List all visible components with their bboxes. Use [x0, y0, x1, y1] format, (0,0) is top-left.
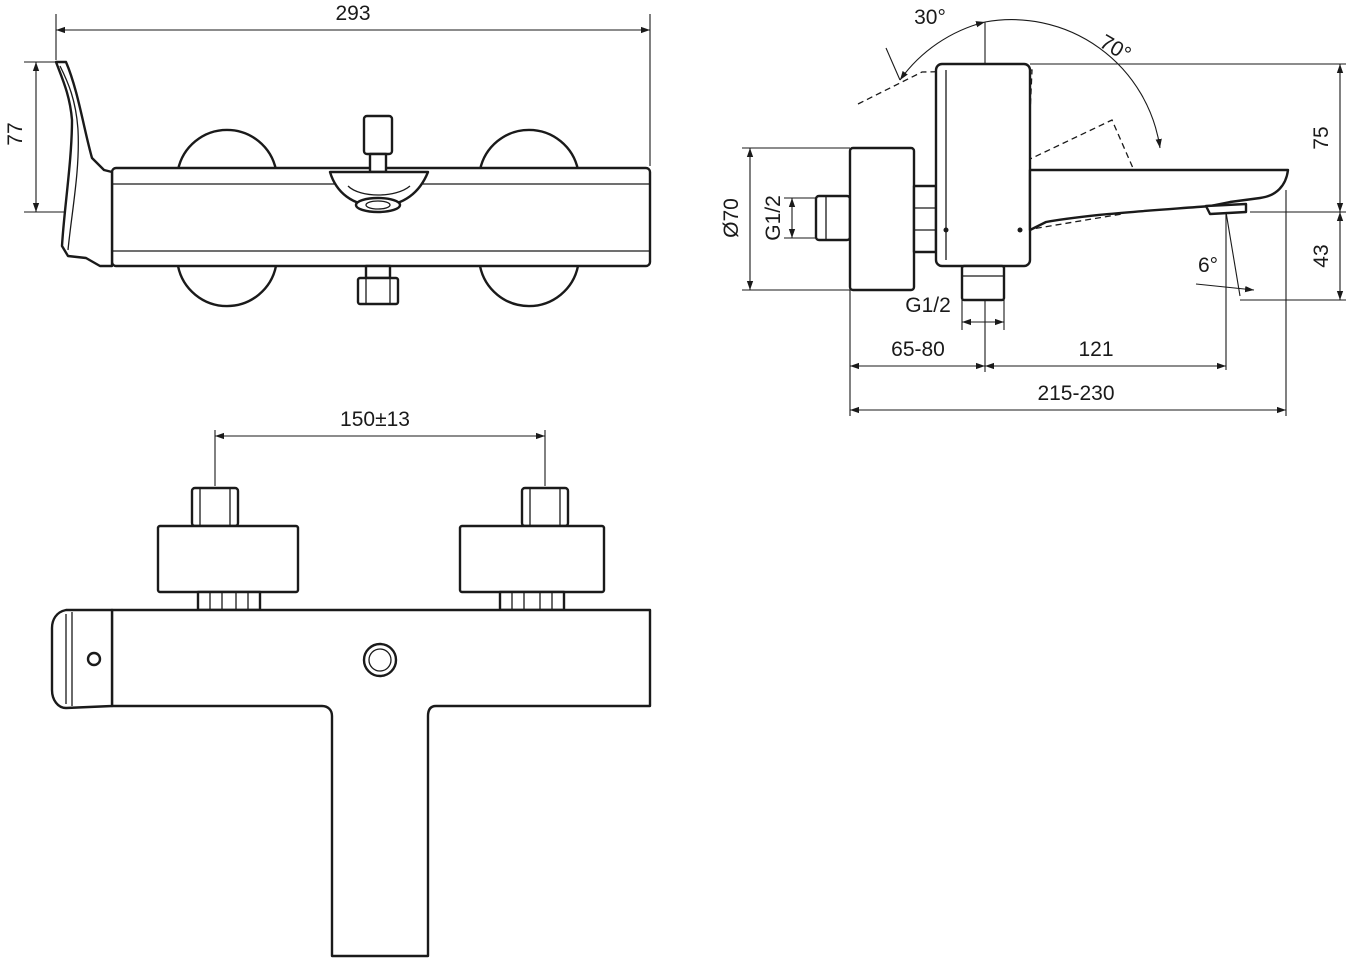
spout-aerator	[1204, 202, 1248, 216]
dim-width-293: 293	[335, 2, 370, 25]
left-rosette-top	[156, 524, 300, 594]
dim-outlet-thread: G1/2	[905, 294, 951, 317]
dim-centers: 150±13	[340, 408, 410, 431]
left-connector	[190, 486, 240, 528]
dim-spout-reach: 121	[1078, 338, 1113, 361]
diverter-knob	[362, 114, 394, 156]
dim-height-43: 43	[1310, 244, 1333, 267]
dim-inlet-thread: G1/2	[762, 195, 785, 241]
body-profile	[934, 62, 1032, 268]
aerator	[354, 196, 402, 214]
angle-6: 6°	[1198, 254, 1218, 277]
inlet-connector	[814, 194, 852, 242]
right-rosette	[478, 128, 580, 308]
dim-height-75: 75	[1310, 126, 1333, 149]
side-view: 30° 70° 75 43 Ø70 G1/2 G1/2 6°	[720, 6, 1346, 416]
left-rosette	[176, 128, 278, 308]
wall-rosette	[848, 146, 916, 292]
top-view: 150±13	[50, 408, 652, 958]
dim-total-depth: 215-230	[1037, 382, 1114, 405]
spout	[1028, 168, 1290, 232]
body-top	[110, 608, 652, 958]
angle-70: 70°	[1096, 30, 1135, 66]
angle-30: 30°	[914, 6, 946, 29]
lever-handle	[54, 60, 114, 268]
handle-screw	[86, 651, 102, 667]
front-view: 293 77	[4, 2, 652, 308]
right-nut	[498, 590, 566, 612]
right-connector	[520, 486, 570, 528]
dim-wall-offset: 65-80	[891, 338, 945, 361]
handle-end-top	[50, 608, 114, 710]
dim-diameter-70: Ø70	[720, 198, 743, 238]
eccentric-union	[912, 184, 938, 254]
bottom-outlet	[960, 264, 1006, 302]
bottom-connector	[356, 276, 400, 306]
diverter-stem	[368, 152, 388, 174]
left-nut	[196, 590, 262, 612]
right-rosette-top	[458, 524, 606, 594]
dim-height-77: 77	[4, 122, 27, 145]
